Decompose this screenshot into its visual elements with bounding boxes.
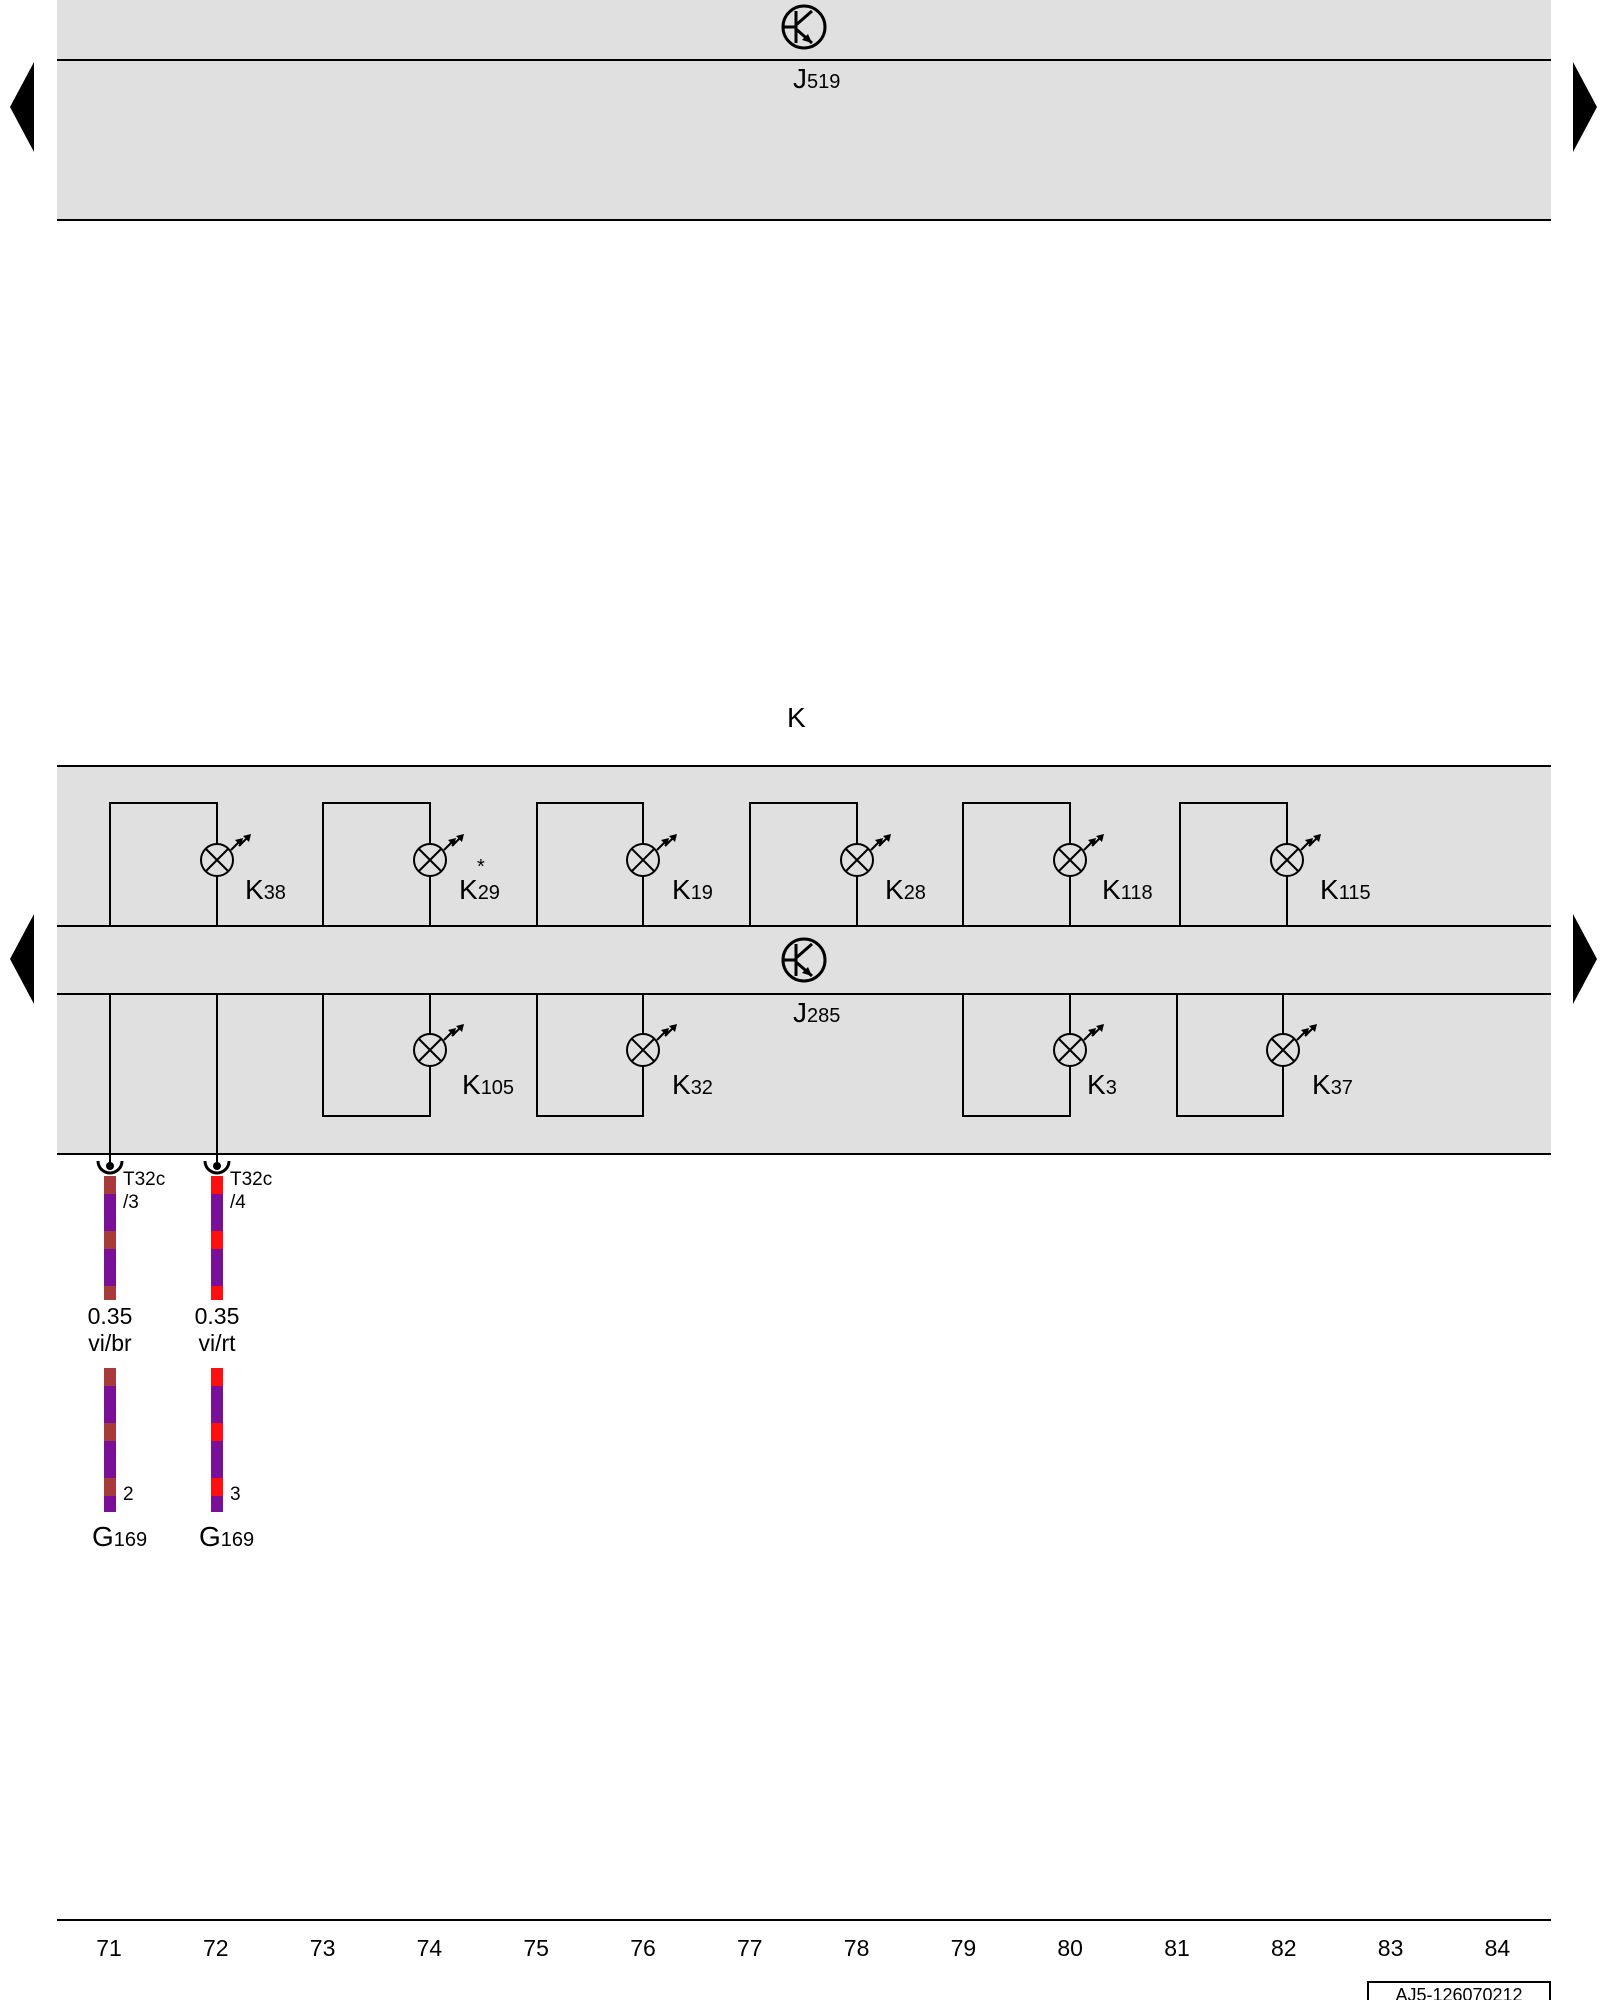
cluster-panel — [57, 766, 1551, 1154]
component-label: G169 — [199, 1521, 254, 1552]
column-number: 78 — [844, 1935, 870, 1961]
warning-lamp: K118 — [962, 802, 1153, 926]
footer-id-box: AJ5-126070212 — [1367, 1981, 1551, 2000]
led-arrows-icon — [230, 834, 251, 851]
wire-gauge: 0.35 — [88, 1303, 133, 1329]
lamp-label: K105 — [462, 1069, 514, 1100]
component-pin: 2 — [123, 1484, 134, 1505]
lamp-label: K29 — [459, 874, 500, 905]
wire-color-code: vi/rt — [198, 1330, 236, 1356]
connector-label: T32c — [230, 1169, 272, 1190]
led-arrows-icon — [1296, 1024, 1317, 1041]
warning-lamp: K105 — [322, 994, 514, 1117]
led-arrows-icon — [870, 834, 891, 851]
lamp-label: K32 — [672, 1069, 713, 1100]
warning-lamp: K32 — [536, 994, 713, 1117]
connector-icon — [96, 1160, 124, 1175]
lamp-icon — [626, 843, 660, 877]
lamp-icon — [1270, 843, 1304, 877]
connector-label: T32c — [123, 1169, 165, 1190]
led-arrows-icon — [443, 1024, 464, 1041]
lamp-label: K118 — [1102, 874, 1153, 905]
warning-lamp: K29* — [322, 802, 500, 926]
lamp-label: K115 — [1320, 874, 1371, 905]
footer-id: AJ5-126070212 — [1395, 1985, 1522, 2000]
warning-lamp: K115 — [1179, 802, 1371, 926]
lamp-icon — [1053, 1033, 1087, 1067]
arrow-right-icon[interactable] — [1573, 914, 1597, 1004]
module-j519-panel — [57, 0, 1551, 220]
lamp-label: K3 — [1087, 1069, 1117, 1100]
lamp-label: K38 — [245, 874, 286, 905]
arrow-right-icon[interactable] — [1573, 62, 1597, 152]
warning-lamp: K37 — [1176, 994, 1353, 1117]
column-number: 79 — [951, 1935, 977, 1961]
warning-lamp: K19 — [536, 802, 713, 926]
column-number: 77 — [737, 1935, 763, 1961]
column-number: 84 — [1485, 1935, 1511, 1961]
connector-pin: /4 — [230, 1192, 246, 1213]
lamp-icon — [626, 1033, 660, 1067]
module-j519-label: J519 — [793, 63, 840, 94]
component-label: G169 — [92, 1521, 147, 1552]
column-number: 80 — [1057, 1935, 1083, 1961]
led-arrows-icon — [1083, 834, 1104, 851]
lamp-note: * — [477, 856, 485, 878]
column-number: 75 — [523, 1935, 549, 1961]
column-number: 76 — [630, 1935, 656, 1961]
lamp-label: K28 — [885, 874, 926, 905]
arrow-left-icon[interactable] — [10, 62, 34, 152]
column-number: 74 — [417, 1935, 443, 1961]
warning-lamp: K3 — [962, 994, 1117, 1117]
lamp-icon — [840, 843, 874, 877]
lamp-label: K37 — [1312, 1069, 1353, 1100]
lamp-icon — [200, 843, 234, 877]
led-arrows-icon — [1083, 1024, 1104, 1041]
led-arrows-icon — [443, 834, 464, 851]
led-arrows-icon — [656, 834, 677, 851]
warning-lamp: K38 — [109, 802, 286, 926]
cluster-module-label: J285 — [793, 997, 840, 1028]
wire-gauge: 0.35 — [195, 1303, 240, 1329]
component-pin: 3 — [230, 1484, 241, 1505]
transistor-icon — [781, 4, 827, 50]
arrow-left-icon[interactable] — [10, 914, 34, 1004]
column-number: 81 — [1164, 1935, 1190, 1961]
column-number: 72 — [203, 1935, 229, 1961]
column-number: 83 — [1378, 1935, 1404, 1961]
lamp-icon — [413, 1033, 447, 1067]
connector-icon — [203, 1160, 231, 1175]
lamp-icon — [413, 843, 447, 877]
column-ruler: 71 72 73 74 75 76 77 78 79 80 81 82 83 84 — [96, 1935, 1510, 1961]
cluster-title: K — [787, 702, 806, 733]
led-arrows-icon — [1300, 834, 1321, 851]
transistor-icon — [781, 937, 827, 983]
warning-lamp: K28 — [749, 802, 926, 926]
column-number: 73 — [310, 1935, 336, 1961]
column-number: 71 — [96, 1935, 122, 1961]
led-arrows-icon — [656, 1024, 677, 1041]
lamp-icon — [1053, 843, 1087, 877]
lamp-icon — [1266, 1033, 1300, 1067]
column-number: 82 — [1271, 1935, 1297, 1961]
module-j519: J519 — [57, 0, 1551, 221]
connector-pin: /3 — [123, 1192, 139, 1213]
wire-color-code: vi/br — [88, 1330, 132, 1356]
lamp-label: K19 — [672, 874, 713, 905]
